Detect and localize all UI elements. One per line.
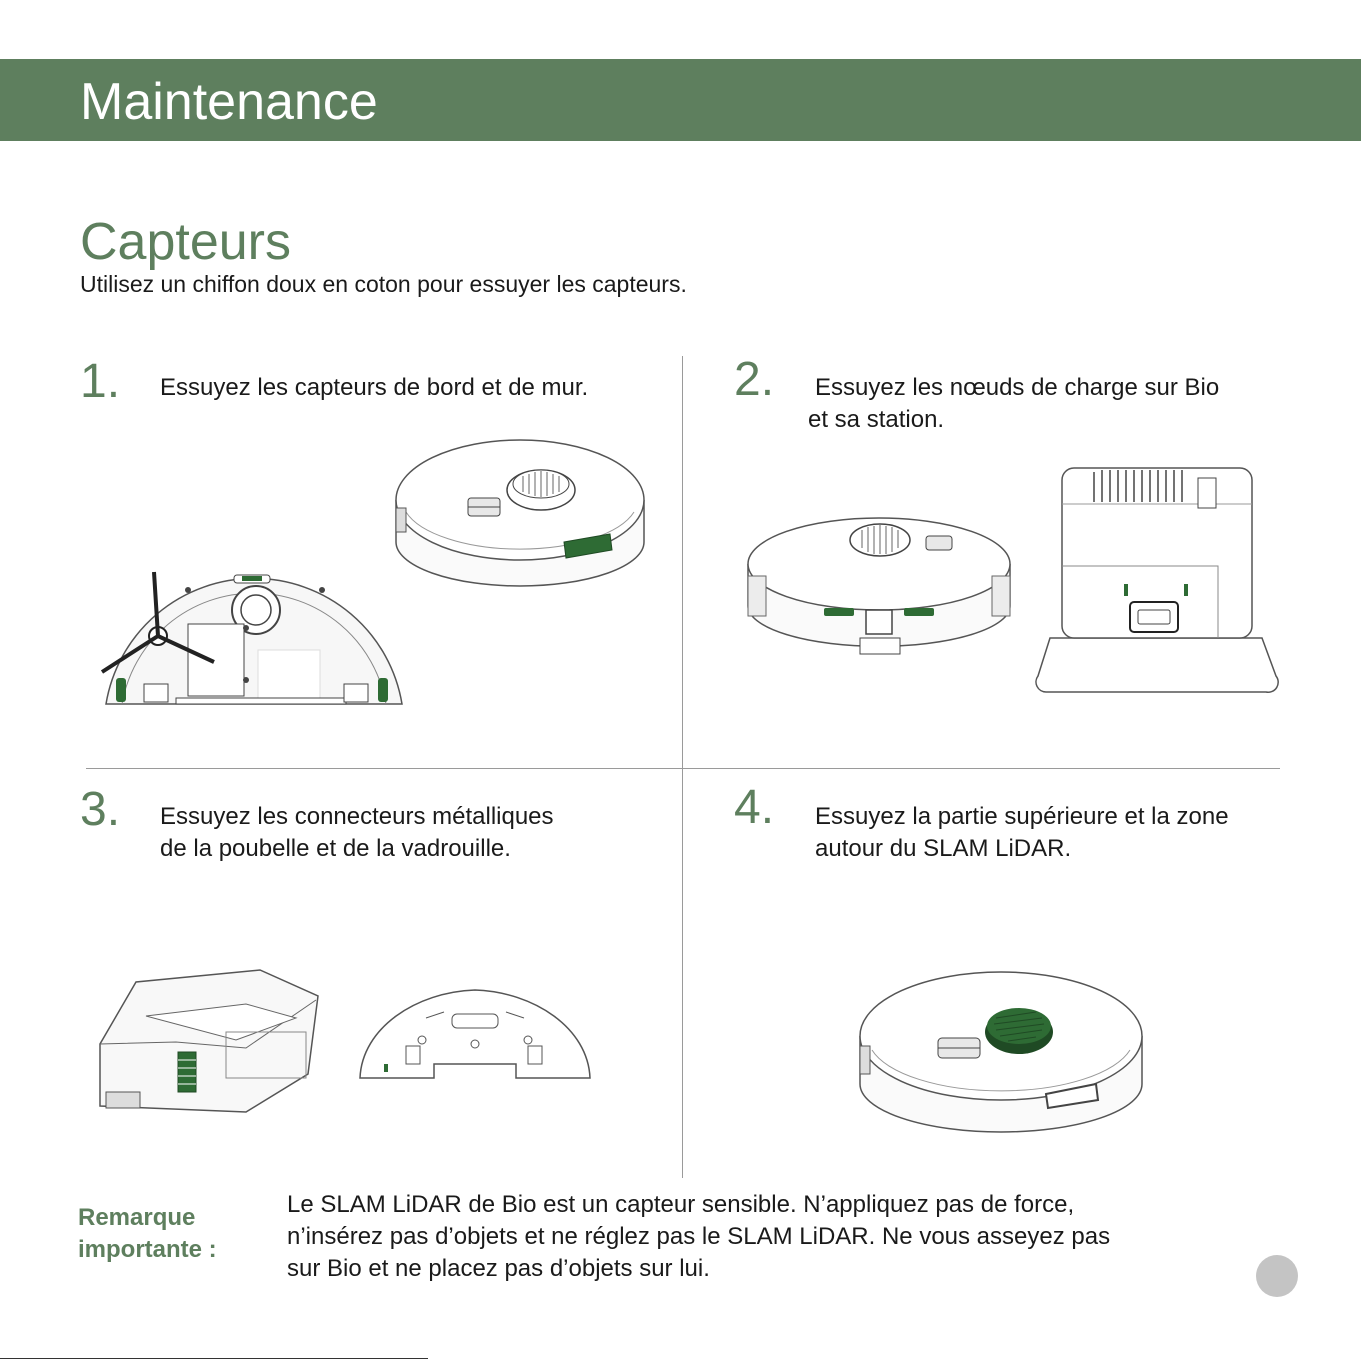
section-title: Capteurs — [80, 213, 291, 271]
note-text-line-1: Le SLAM LiDAR de Bio est un capteur sens… — [287, 1191, 1075, 1218]
step-2-number: 2. — [734, 353, 775, 406]
page-title: Maintenance — [80, 73, 378, 131]
grid-divider-horizontal — [86, 768, 1280, 769]
note-label-line-2: importante : — [78, 1236, 217, 1263]
step-4-line-2: autour du SLAM LiDAR. — [815, 835, 1072, 862]
step-1-number: 1. — [80, 355, 121, 408]
step-4-text: Essuyez la partie supérieure et la zone … — [815, 801, 1229, 865]
step-2-line-1: Essuyez les nœuds de charge sur Bio — [815, 374, 1220, 401]
section-subtitle: Utilisez un chiffon doux en coton pour e… — [80, 271, 687, 297]
step-4-line-1: Essuyez la partie supérieure et la zone — [815, 803, 1229, 830]
footer-rule — [0, 1358, 428, 1359]
robot-top-illustration — [395, 439, 645, 587]
note-label: Remarque importante : — [78, 1202, 217, 1266]
step-4-number: 4. — [734, 781, 775, 834]
step-3-text: Essuyez les connecteurs métalliques de l… — [160, 801, 554, 865]
step-2-text: Essuyez les nœuds de charge sur Bio et s… — [808, 372, 1219, 436]
step-3-line-1: Essuyez les connecteurs métalliques — [160, 803, 554, 830]
grid-divider-vertical — [682, 356, 683, 1178]
step-3-line-2: de la poubelle et de la vadrouille. — [160, 835, 511, 862]
robot-lidar-illustration — [859, 971, 1143, 1133]
note-text-line-3: sur Bio et ne placez pas d’objets sur lu… — [287, 1255, 710, 1282]
robot-underside-illustration — [100, 571, 403, 705]
step-2-line-2: et sa station. — [808, 406, 945, 433]
mop-plate-illustration — [359, 989, 591, 1079]
charging-station-illustration — [1035, 467, 1279, 693]
step-1-line-1: Essuyez les capteurs de bord et de mur. — [160, 374, 589, 401]
note-text: Le SLAM LiDAR de Bio est un capteur sens… — [287, 1189, 1247, 1285]
step-3-number: 3. — [80, 783, 121, 836]
robot-charging-contacts-illustration — [747, 517, 1011, 655]
dustbin-illustration — [99, 969, 319, 1113]
header-band — [0, 59, 1361, 141]
page-number-badge — [1256, 1255, 1298, 1297]
note-label-line-1: Remarque — [78, 1204, 196, 1231]
note-text-line-2: n’insérez pas d’objets et ne réglez pas … — [287, 1223, 1111, 1250]
step-1-text: Essuyez les capteurs de bord et de mur. — [160, 372, 588, 404]
